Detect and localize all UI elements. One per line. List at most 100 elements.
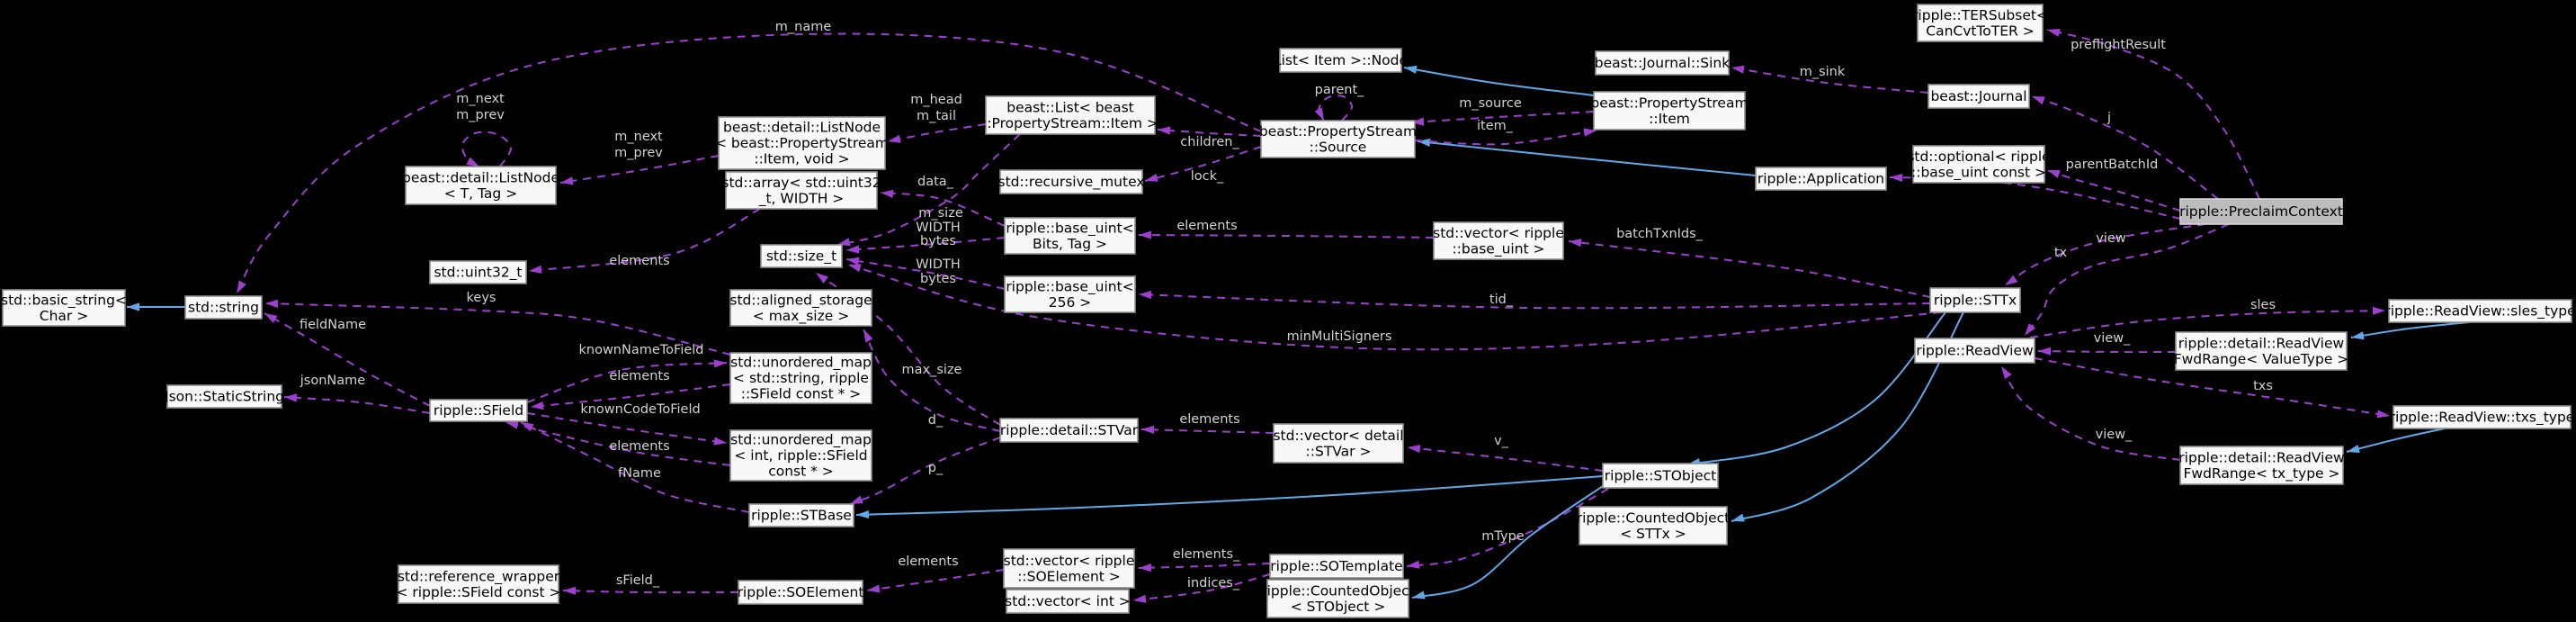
usage-edge-knownNameToField xyxy=(526,362,728,403)
class-node-vec_int[interactable]: std::vector< int > xyxy=(1005,589,1131,614)
class-node-box-listnode_t[interactable] xyxy=(405,166,557,205)
class-node-optional_bu[interactable]: std::optional< ripple::base_uint const > xyxy=(1907,145,2051,184)
class-node-box-counted_stobj[interactable] xyxy=(1266,579,1409,618)
class-node-box-stvar[interactable] xyxy=(999,418,1139,443)
class-node-box-soelement[interactable] xyxy=(738,580,863,605)
class-node-box-fwdrange_tx[interactable] xyxy=(2179,446,2344,485)
edge-label-tx: tx xyxy=(2054,246,2068,260)
class-node-stbase[interactable]: ripple::STBase xyxy=(748,503,854,527)
class-node-map_string[interactable]: std::unordered_map< std::string, ripple:… xyxy=(729,352,872,404)
class-node-sfield[interactable]: ripple::SField xyxy=(429,399,528,422)
class-node-vec_soel[interactable]: std::vector< ripple::SOElement > xyxy=(1003,548,1135,589)
class-node-array_u32[interactable]: std::array< std::uint32_t, WIDTH > xyxy=(721,171,881,210)
class-node-box-base_uint_256[interactable] xyxy=(1004,275,1136,313)
class-node-box-vec_stvar[interactable] xyxy=(1273,423,1404,464)
class-node-string[interactable]: std::string xyxy=(184,295,263,320)
class-node-box-sotemplate[interactable] xyxy=(1269,554,1404,579)
class-node-stvar[interactable]: ripple::detail::STVar xyxy=(999,418,1139,443)
class-node-box-vec_int[interactable] xyxy=(1006,589,1130,614)
class-node-box-rec_mutex[interactable] xyxy=(999,169,1143,194)
class-node-box-basic_string[interactable] xyxy=(2,289,126,327)
class-node-readview[interactable]: ripple::ReadView xyxy=(1914,338,2035,364)
class-node-box-tersubset[interactable] xyxy=(1917,4,2044,42)
class-node-txs_type[interactable]: ripple::ReadView::txs_type xyxy=(2390,405,2575,429)
class-node-label-journal: beast::Journal xyxy=(1930,88,2026,104)
arrowhead-icon xyxy=(867,584,881,593)
class-node-box-vec_baseuint[interactable] xyxy=(1433,221,1564,260)
class-node-tersubset[interactable]: ripple::TERSubset<CanCvtToTER > xyxy=(1912,4,2048,42)
edge-elements_map_int: elements xyxy=(505,420,731,466)
class-node-sotemplate[interactable]: ripple::SOTemplate xyxy=(1269,554,1404,579)
class-node-box-fwdrange_vt[interactable] xyxy=(2175,331,2348,371)
class-node-json_static[interactable]: Json::StaticString xyxy=(164,384,284,409)
class-node-sink[interactable]: beast::Journal::Sink xyxy=(1595,50,1730,76)
class-node-box-source[interactable] xyxy=(1260,120,1416,158)
usage-edge-j xyxy=(2031,95,2219,200)
class-node-box-string[interactable] xyxy=(184,295,263,320)
class-node-basic_string[interactable]: std::basic_string<Char > xyxy=(1,289,127,327)
class-node-box-sink[interactable] xyxy=(1595,50,1730,76)
class-node-aligned[interactable]: std::aligned_storage< max_size > xyxy=(729,289,872,327)
class-node-box-base_uint_bt[interactable] xyxy=(1004,217,1136,255)
class-node-box-array_u32[interactable] xyxy=(725,171,878,210)
class-node-label-string: std::string xyxy=(188,300,259,316)
class-node-box-sttx[interactable] xyxy=(1929,287,2021,313)
edge-label-keys: keys xyxy=(467,291,496,305)
class-node-box-stbase[interactable] xyxy=(748,503,854,527)
class-node-ref_wrapper[interactable]: std::reference_wrapper< ripple::SField c… xyxy=(397,564,561,604)
class-node-sles_type[interactable]: ripple::ReadView::sles_type xyxy=(2384,299,2576,323)
arrowhead-icon xyxy=(863,329,873,343)
usage-edge-elements_map_string xyxy=(530,383,731,408)
class-node-counted_sttx[interactable]: ripple::CountedObject< STTx > xyxy=(1577,506,1731,545)
class-node-box-listnode_item[interactable] xyxy=(718,116,886,170)
class-node-counted_stobj[interactable]: ripple::CountedObject< STObject > xyxy=(1261,579,1415,618)
class-node-box-sles_type[interactable] xyxy=(2388,299,2572,323)
class-node-box-preclaim[interactable] xyxy=(2179,198,2343,225)
class-node-box-sfield[interactable] xyxy=(429,399,528,422)
class-node-preclaim[interactable]: ripple::PreclaimContext xyxy=(2179,198,2343,225)
class-node-soelement[interactable]: ripple::SOElement xyxy=(738,580,864,605)
class-node-base_uint_256[interactable]: ripple::base_uint<256 > xyxy=(1004,275,1136,313)
class-node-box-optional_bu[interactable] xyxy=(1912,145,2045,184)
class-node-size_t[interactable]: std::size_t xyxy=(760,244,843,268)
class-node-box-application[interactable] xyxy=(1755,167,1887,191)
class-node-box-map_string[interactable] xyxy=(729,352,872,404)
edge-label-width_bytes2-0: WIDTH xyxy=(916,257,961,272)
class-node-sttx[interactable]: ripple::STTx xyxy=(1929,287,2021,313)
usage-edge-app xyxy=(1889,176,2181,220)
class-node-listnode_t[interactable]: beast::detail::ListNode< T, Tag > xyxy=(402,166,559,205)
arrowhead-icon xyxy=(2038,347,2052,356)
class-node-journal[interactable]: beast::Journal xyxy=(1928,84,2030,109)
class-node-box-journal[interactable] xyxy=(1928,84,2030,109)
class-node-rec_mutex[interactable]: std::recursive_mutex xyxy=(998,169,1145,194)
class-node-application[interactable]: ripple::Application xyxy=(1755,167,1887,191)
class-node-box-ref_wrapper[interactable] xyxy=(398,564,559,604)
class-node-box-map_int[interactable] xyxy=(729,429,872,482)
class-node-list_item[interactable]: beast::List< beast::PropertyStream::Item… xyxy=(982,95,1158,135)
class-node-listnode_item[interactable]: beast::detail::ListNode< beast::Property… xyxy=(715,116,889,170)
class-node-item[interactable]: beast::PropertyStream::Item xyxy=(1590,91,1749,131)
class-node-vec_baseuint[interactable]: std::vector< ripple::base_uint > xyxy=(1433,221,1564,260)
class-node-box-json_static[interactable] xyxy=(166,384,282,409)
class-node-vec_stvar[interactable]: std::vector< detail::STVar > xyxy=(1273,423,1404,464)
class-node-node_li[interactable]: List< Item >::Node xyxy=(1274,48,1408,73)
class-node-box-counted_sttx[interactable] xyxy=(1579,506,1728,545)
class-node-box-txs_type[interactable] xyxy=(2393,405,2572,429)
class-node-box-item[interactable] xyxy=(1593,91,1746,131)
class-node-box-vec_soel[interactable] xyxy=(1003,548,1135,589)
class-node-box-aligned[interactable] xyxy=(729,289,872,327)
class-node-uint32[interactable]: std::uint32_t xyxy=(429,260,527,284)
class-node-box-node_li[interactable] xyxy=(1279,48,1402,73)
class-node-box-stobject[interactable] xyxy=(1602,463,1719,489)
class-node-box-size_t[interactable] xyxy=(760,244,843,268)
arrowhead-icon xyxy=(848,264,862,273)
class-node-box-uint32[interactable] xyxy=(429,260,527,284)
class-node-source[interactable]: beast::PropertyStream::Source xyxy=(1259,120,1417,158)
class-node-base_uint_bt[interactable]: ripple::base_uint<Bits, Tag > xyxy=(1004,217,1136,255)
class-node-box-readview[interactable] xyxy=(1914,338,2035,364)
class-node-stobject[interactable]: ripple::STObject xyxy=(1602,463,1719,489)
class-node-box-list_item[interactable] xyxy=(985,95,1156,135)
